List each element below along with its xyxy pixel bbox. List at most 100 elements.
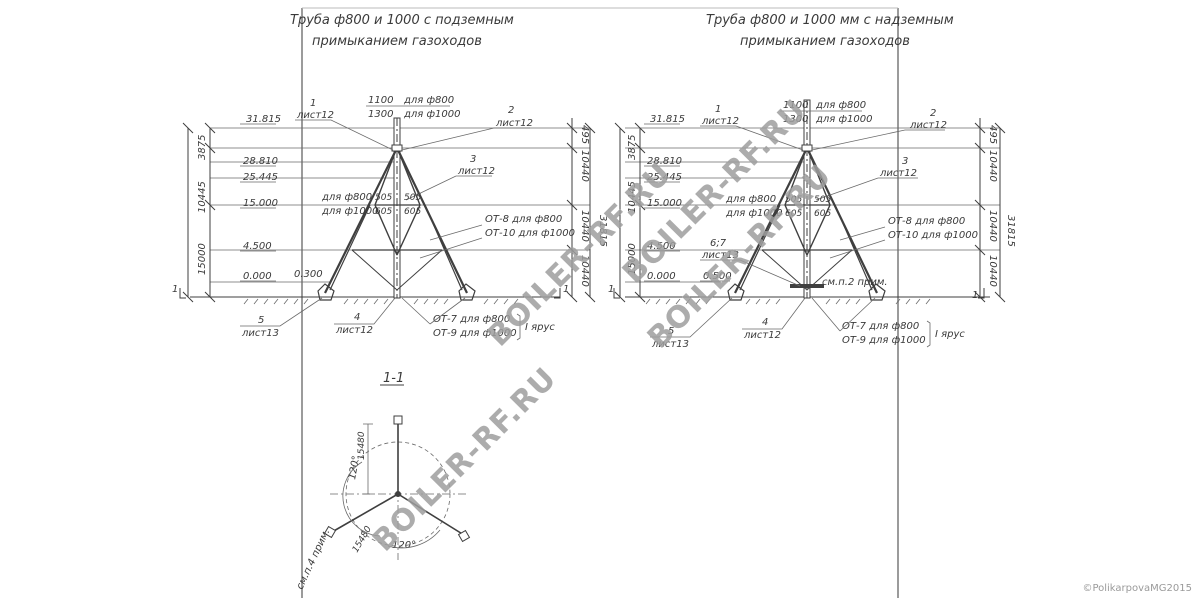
left-section-mark-left: 1 — [172, 284, 178, 295]
right-dim-10445: 10445 — [627, 181, 638, 213]
left-title-line2: примыканием газоходов — [312, 34, 482, 49]
right-rdim-10440-c: 10440 — [987, 255, 998, 287]
left-callout-3: 3 — [470, 154, 476, 165]
left-rdim-10440-c: 10440 — [579, 255, 590, 287]
right-top-for800: для ф800 — [815, 100, 866, 111]
left-top-dim-1300: 1300 — [368, 109, 393, 120]
left-section-mark-right: 1 — [563, 284, 569, 295]
left-level-0300: 0.300 — [294, 269, 323, 280]
left-level-0000: 0.000 — [243, 271, 272, 282]
right-ot10: ОТ-10 для ф1000 — [888, 230, 978, 241]
right-ot7: ОТ-7 для ф800 — [842, 321, 919, 332]
left-top-dim-1100: 1100 — [368, 95, 393, 106]
left-dim-15000: 15000 — [197, 243, 208, 275]
left-callout-1-sheet: лист12 — [296, 110, 334, 121]
plan-angle-120-b: 120° — [392, 540, 416, 551]
right-mid-505-b: 505 — [814, 195, 831, 205]
left-ot10: ОТ-10 для ф1000 — [485, 228, 575, 239]
right-ot9: ОТ-9 для ф1000 — [842, 335, 926, 346]
right-title-line2: примыканием газоходов — [740, 34, 910, 49]
section-title: 1-1 — [383, 371, 404, 386]
right-callout-1: 1 — [715, 104, 721, 115]
right-tier: I ярус — [935, 329, 965, 340]
right-level-31815: 31.815 — [650, 114, 685, 125]
right-level-28810: 28.810 — [647, 156, 682, 167]
left-rdim-31815: 31815 — [597, 215, 608, 247]
left-callout-4-sheet: лист12 — [335, 325, 373, 336]
left-mid-605-b: 605 — [404, 207, 421, 217]
left-callout-5-sheet: лист13 — [241, 328, 279, 339]
right-callout-67-sheet: лист13 — [701, 250, 739, 261]
right-mid-for1000: для ф1000 — [725, 208, 783, 219]
left-level-15000: 15.000 — [243, 198, 278, 209]
right-callout-3-sheet: лист12 — [879, 168, 917, 179]
watermark-3: BOILER-RF.RU — [366, 361, 564, 559]
left-level-4500: 4.500 — [243, 241, 272, 252]
left-mid-505-a: 505 — [375, 193, 392, 203]
left-rdim-495: 495 — [579, 125, 590, 144]
right-rdim-31815: 31815 — [1005, 215, 1016, 247]
right-callout-1-sheet: лист12 — [701, 116, 739, 127]
right-top-for1000: для ф1000 — [815, 114, 873, 125]
left-callout-5: 5 — [258, 315, 264, 326]
right-ot8: ОТ-8 для ф800 — [888, 216, 965, 227]
left-tier: I ярус — [525, 322, 555, 333]
left-mid-for1000: для ф1000 — [321, 206, 379, 217]
left-elevation: Труба ф800 и 1000 с подземным примыкание… — [172, 13, 608, 341]
right-callout-4-sheet: лист12 — [743, 330, 781, 341]
left-callout-2-sheet: лист12 — [495, 118, 533, 129]
right-mid-605-b: 605 — [814, 209, 831, 219]
right-level-0500: 0.500 — [703, 271, 732, 282]
right-dim-15000: 15000 — [627, 243, 638, 275]
left-callout-1: 1 — [310, 98, 316, 109]
right-note: см.п.2 прим. — [822, 277, 888, 288]
right-top-dim-1100: 1100 — [783, 100, 808, 111]
left-ot7: ОТ-7 для ф800 — [433, 314, 510, 325]
left-mid-605-a: 605 — [375, 207, 392, 217]
right-rdim-10440-a: 10440 — [987, 150, 998, 182]
right-callout-4: 4 — [762, 317, 768, 328]
right-callout-2: 2 — [930, 108, 936, 119]
sheet-frame — [301, 7, 899, 598]
left-callout-4: 4 — [354, 312, 360, 323]
right-level-15000: 15.000 — [647, 198, 682, 209]
right-mid-for800: для ф800 — [725, 194, 776, 205]
plan-note: см.п.4 прим. — [295, 527, 333, 591]
left-mid-505-b: 505 — [404, 193, 421, 203]
right-callout-3: 3 — [902, 156, 908, 167]
left-title-line1: Труба ф800 и 1000 с подземным — [290, 13, 514, 28]
right-level-0000: 0.000 — [647, 271, 676, 282]
left-mid-for800: для ф800 — [321, 192, 372, 203]
left-top-for800: для ф800 — [403, 95, 454, 106]
right-top-dim-1300: 1300 — [783, 114, 808, 125]
left-rdim-10440-b: 10440 — [579, 210, 590, 242]
left-callout-2: 2 — [508, 105, 514, 116]
right-callout-2-sheet: лист12 — [909, 120, 947, 131]
copyright-text: ©PolikarpovaMG2015 — [1082, 583, 1192, 594]
right-rdim-10440-b: 10440 — [987, 210, 998, 242]
left-rdim-10440-a: 10440 — [579, 150, 590, 182]
plan-dim-15480-a: 15480 — [357, 431, 367, 460]
right-callout-5-sheet: лист13 — [651, 339, 689, 350]
left-ot9: ОТ-9 для ф1000 — [433, 328, 517, 339]
right-rdim-495: 495 — [987, 125, 998, 144]
right-callout-5: 5 — [668, 326, 674, 337]
right-title-line1: Труба ф800 и 1000 мм с надземным — [706, 13, 954, 28]
right-callout-67: 6;7 — [710, 238, 727, 249]
left-dim-10445: 10445 — [197, 181, 208, 213]
left-level-31815: 31.815 — [246, 114, 281, 125]
left-level-28810: 28.810 — [243, 156, 278, 167]
left-top-for1000: для ф1000 — [403, 109, 461, 120]
right-mid-605-a: 605 — [785, 209, 802, 219]
right-mid-505-a: 505 — [785, 195, 802, 205]
right-section-mark-right: 1 — [972, 290, 978, 301]
right-section-mark-left: 1 — [608, 284, 614, 295]
left-level-25445: 25.445 — [243, 172, 278, 183]
right-elevation: Труба ф800 и 1000 мм с надземным примыка… — [608, 13, 1016, 350]
right-dim-3875: 3875 — [627, 135, 638, 160]
left-callout-3-sheet: лист12 — [457, 166, 495, 177]
left-ot8: ОТ-8 для ф800 — [485, 214, 562, 225]
left-dim-3875: 3875 — [197, 135, 208, 160]
